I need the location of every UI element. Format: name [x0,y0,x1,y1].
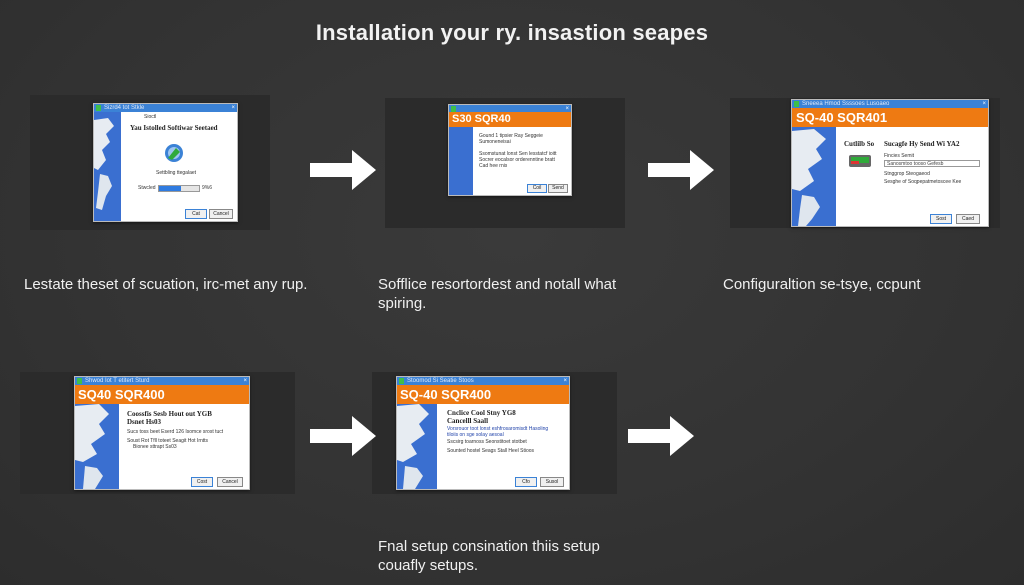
title-bar-text: Sneeea Hmod Ssssoes Lusoaeo [802,101,890,107]
cancel-button[interactable]: Cancel [209,209,233,219]
ok-button[interactable]: Cfo [515,477,537,487]
installer-screenshot-1: Sizrd4 tot Stkle × Sioctl Yau Istolled S… [93,103,238,222]
step5-caption: Fnal setup consination thiis setup couaf… [378,538,600,574]
disk-icon [848,152,872,168]
status-text: Settbling ttegalaet [156,170,197,176]
installer-screenshot-2: × S30 SQR40 Gound 1 tipsier Ray Seggeie … [448,104,572,196]
step2-caption: Sofflice resortordest and notall what sp… [378,276,617,312]
window-subheading: Cancelll Saall [447,417,489,425]
info-text-1: Gound 1 tipsier Ray Seggeie [479,133,543,139]
install-icon [162,142,186,164]
option-1[interactable]: Sscsirg toarnoss Seonstitoet stotbet [447,439,527,445]
cancel-button[interactable]: Susol [540,477,564,487]
installer-screenshot-3: Sneeea Hmod Ssssoes Lusoaeo × SQ-40 SQR4… [791,99,989,227]
title-bar-text: Shwod Iot T etitert Sturd [85,378,150,384]
arrow-right-icon [310,416,376,456]
product-banner: SQ-40 SQR401 [792,108,988,127]
title-bar-text: Sizrd4 tot Stkle [104,105,145,111]
window-heading: Coossfis Sesb Hout out YGB [127,410,212,418]
ok-button[interactable]: Coil [527,184,547,193]
product-banner: S30 SQR40 [449,112,571,127]
window-heading: Yau Istolled Softiwar Seetaed [130,124,218,132]
blue-sidebar [449,127,473,195]
product-banner: SQ-40 SQR400 [397,385,569,404]
title-bar: × [449,105,571,112]
arrow-right-icon [628,416,694,456]
close-icon[interactable]: × [231,105,235,111]
step1-caption: Lestate theset of scuation, irc-met any … [24,276,308,293]
info-text-1: Vorsrouor toot lonst eshfrosaromisdt Has… [447,426,549,432]
close-icon[interactable]: × [565,106,569,112]
field-label: Fincies Semit [884,153,915,159]
cancel-button[interactable]: Caed [956,214,980,224]
app-icon [794,101,799,107]
close-icon[interactable]: × [982,101,986,107]
app-icon [96,105,101,111]
option-2[interactable]: Bionee sttrapt Ss03 [133,444,177,450]
side-heading: Cutlilb So [844,140,875,148]
info-text-4: Socrer eocalsor orderenntine bratt [479,157,555,163]
info-text-2: Sumoneneisai [479,139,511,145]
close-icon[interactable]: × [563,378,567,384]
window-subheading: Dsnet Hs03 [127,418,162,426]
progress-fill [159,186,181,191]
app-icon [77,378,82,384]
world-map-sidebar [397,404,437,489]
cancel-button[interactable]: Cancel [217,477,243,487]
app-icon [451,106,456,112]
close-icon[interactable]: × [243,378,247,384]
title-bar: Shwod Iot T etitert Sturd × [75,377,249,385]
option-1[interactable]: Soust Rot Tfll toteet Seagit Hot Irntts [127,438,209,444]
arrow-right-icon [648,150,714,190]
progress-value: 9%6 [202,185,213,191]
info-text-3: Ssomstunat lonst Sen lesstatcf ioitt [479,151,557,157]
app-icon [399,378,404,384]
info-text-1: Sucs toss beet Eserd 126 Isomce srost tu… [127,429,224,435]
title-bar-text: Stoomod Si Seatie Stoos [407,378,474,384]
step3-caption: Configuraltion se-tsye, ccpunt [723,276,921,293]
world-map-sidebar [792,127,836,226]
info-text-2: tiloiis on sge solay aesoal [447,432,504,438]
ok-button[interactable]: Cost [191,477,213,487]
arrow-right-icon [310,150,376,190]
window-heading: Cnclice Cool Stny YG8 [447,409,516,417]
world-map-sidebar [94,112,121,221]
title-bar: Sizrd4 tot Stkle × [94,104,237,112]
option-2[interactable]: Sesghe of Soqpepatmetoscee Kee [884,179,962,185]
info-text-5: Cad hee rnis [479,163,508,169]
cancel-button[interactable]: Send [548,184,568,193]
page-title: Installation your ry. insastion seapes [315,20,709,45]
title-bar: Stoomod Si Seatie Stoos × [397,377,569,385]
title-bar: Sneeea Hmod Ssssoes Lusoaeo × [792,100,988,108]
world-map-sidebar [75,404,119,489]
install-path-field[interactable]: Sanosmtoo tooso Gefesb [884,160,980,167]
option-2[interactable]: Sounted hostel Seags Stall Heel Stioos [447,448,534,454]
window-subtitle: Sioctl [144,114,157,120]
ok-button[interactable]: Sost [930,214,952,224]
progress-bar [158,185,200,192]
installer-screenshot-5: Stoomod Si Seatie Stoos × SQ-40 SQR400 C… [396,376,570,490]
product-banner: SQ40 SQR400 [75,385,249,404]
window-heading: Sucagfe Hy Send Wi YA2 [884,140,960,148]
option-1[interactable]: Stnggrop Steogaeod [884,171,930,177]
installer-screenshot-4: Shwod Iot T etitert Sturd × SQ40 SQR400 … [74,376,250,490]
progress-label: Stwcled [138,185,156,191]
ok-button[interactable]: Cat [185,209,207,219]
